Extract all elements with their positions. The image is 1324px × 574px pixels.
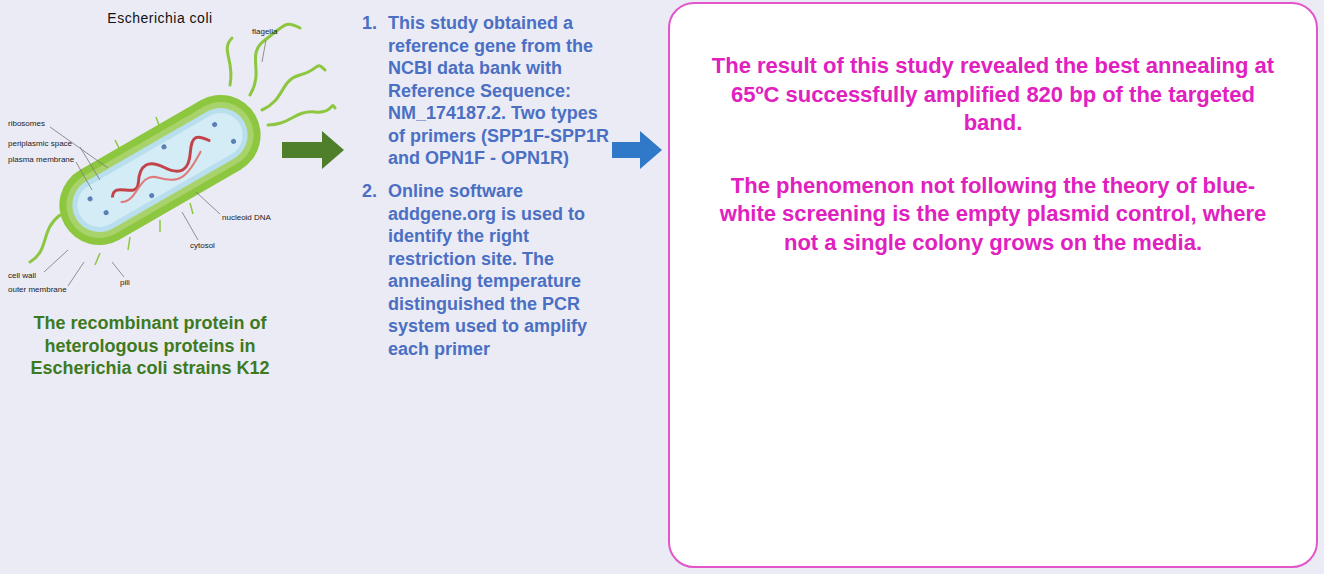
part-label: cell wall — [8, 272, 36, 281]
result-text: The result of this study revealed the be… — [710, 52, 1276, 138]
part-label: plasma membrane — [8, 156, 74, 165]
part-label: periplasmic space — [8, 140, 72, 149]
leader-lines — [44, 40, 266, 286]
list-number: 2. — [362, 180, 386, 203]
part-label: flagella — [252, 28, 277, 37]
finding-text: The phenomenon not following the theory … — [710, 172, 1276, 258]
bacterium-cell — [45, 80, 276, 259]
part-label: ribosomes — [8, 120, 45, 129]
list-item: This study obtained a reference gene fro… — [388, 12, 610, 170]
list-number: 1. — [362, 12, 386, 35]
illustration-title: Escherichia coli — [95, 10, 225, 26]
caption-text: The recombinant protein of heterologous … — [20, 312, 280, 380]
flow-arrow — [282, 131, 344, 169]
part-label: pili — [120, 279, 130, 288]
part-label: cytosol — [190, 242, 215, 251]
result-box: The result of this study revealed the be… — [668, 2, 1318, 568]
part-label: nucleoid DNA — [222, 214, 271, 223]
list-item: Online software addgene.org is used to i… — [388, 180, 610, 360]
part-label: outer membrane — [8, 286, 67, 295]
flow-arrow — [612, 131, 662, 169]
